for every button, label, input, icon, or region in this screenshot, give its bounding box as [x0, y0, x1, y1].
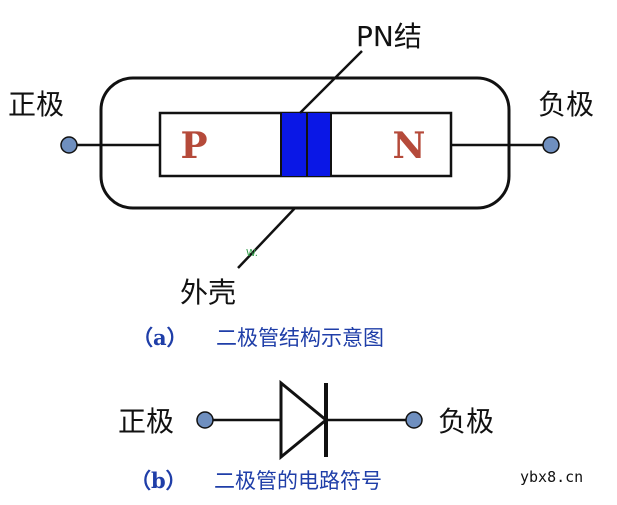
shell-label: 外壳	[180, 276, 236, 309]
shell-pointer	[237, 207, 296, 269]
caption-a-text: 二极管结构示意图	[216, 326, 384, 350]
cathode-terminal-dot	[542, 136, 560, 154]
diode-shell	[99, 76, 511, 210]
diode-triangle-icon	[279, 379, 329, 461]
symbol-anode-label: 正极	[118, 405, 174, 438]
watermark: ybx8.cn	[520, 468, 583, 486]
caption-a-index: （a）	[132, 325, 188, 350]
symbol-cathode-label: 负极	[438, 405, 494, 438]
caption-b-index: （b）	[130, 468, 187, 493]
circuit-symbol: 正极 负极 （b） 二极管的电路符号	[118, 379, 494, 493]
caption-b-text: 二极管的电路符号	[214, 469, 382, 493]
structure-diagram: P N 正极 负极 PN结 外壳 W. （a） 二极管结构示意图	[8, 20, 594, 350]
p-region-label: P	[180, 125, 207, 167]
pn-junction-pointer	[299, 50, 363, 114]
anode-label-top: 正极	[8, 88, 64, 121]
symbol-anode-dot	[196, 411, 214, 429]
tiny-mark: W.	[246, 248, 258, 259]
n-region-label: N	[393, 125, 426, 167]
pn-junction-label: PN结	[356, 20, 422, 53]
anode-terminal-dot	[60, 136, 78, 154]
cathode-label-top: 负极	[538, 88, 594, 121]
symbol-cathode-dot	[405, 411, 423, 429]
